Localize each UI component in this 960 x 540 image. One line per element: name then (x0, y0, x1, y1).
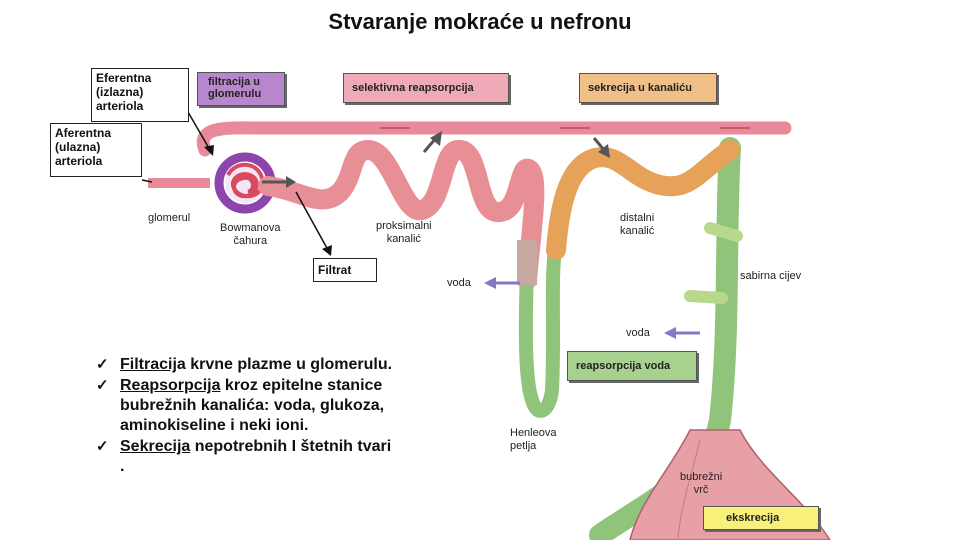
aferentna-line-2: (ulazna) (55, 140, 101, 154)
secretion-arrow (592, 137, 606, 151)
label-distalni-2: kanalić (620, 225, 655, 237)
label-voda-left: voda (447, 277, 471, 289)
eferentna-callout: Eferentna (izlazna) arteriola (91, 68, 189, 122)
tag-ekskrecija: ekskrecija (703, 506, 819, 530)
tag-filtracija: filtracija u glomerulu (197, 72, 285, 106)
page-title: Stvaranje mokraće u nefronu (328, 9, 632, 34)
bullet-item: ✓ Reapsorpcija kroz epitelne stanice bub… (96, 376, 396, 436)
proximal-tubule (258, 139, 545, 290)
label-glomerul: glomerul (148, 212, 191, 224)
label-distalni: distalni kanalić (620, 212, 654, 238)
bullet-text: Sekrecija nepotrebnih I štetnih tvari . (120, 437, 396, 477)
henle-loop (518, 233, 563, 418)
eferentna-line-1: Eferentna (96, 71, 152, 85)
filtrat-pointer (295, 191, 329, 251)
check-icon: ✓ (96, 356, 109, 373)
bullet-rest: kroz epitelne stanice bubrežnih kanalića… (120, 377, 385, 434)
eferentna-pointer (187, 111, 211, 151)
label-vrc: bubrežni vrč (680, 471, 722, 497)
aferentna-line-3: arteriola (55, 154, 103, 168)
check-icon: ✓ (96, 438, 109, 455)
filtrat-callout: Filtrat (313, 258, 377, 282)
label-vrc-1: bubrežni (680, 471, 723, 483)
bullet-term: Filtracij (120, 356, 177, 373)
label-vrc-2: vrč (693, 484, 709, 496)
aferentna-callout: Aferentna (ulazna) arteriola (50, 123, 142, 177)
aferentna-pointer (141, 179, 153, 183)
label-henle: Henleova petlja (510, 427, 556, 453)
label-proksimalni-2: kanalić (386, 233, 421, 245)
label-distalni-1: distalni (620, 212, 655, 224)
collecting-branch-2 (684, 290, 728, 304)
label-voda-right: voda (626, 327, 650, 339)
aferentna-line-1: Aferentna (55, 126, 112, 140)
bullet-term: Sekrecija (120, 438, 191, 455)
filtrat-label: Filtrat (318, 263, 352, 277)
tag-selektivna-reapsorpcija: selektivna reapsorpcija (343, 73, 509, 103)
label-sabirna-cijev: sabirna cijev (740, 270, 802, 282)
tag-reapsorpcija-voda: reapsorpcija voda (567, 351, 697, 381)
efferent-vessel (196, 121, 792, 157)
bullet-text: Reapsorpcija kroz epitelne stanice bubre… (120, 376, 396, 436)
bullet-term: Reapsorpcija (120, 377, 221, 394)
bullet-item: ✓ Filtracija krvne plazme u glomerulu. (96, 355, 396, 375)
bullet-text: Filtracija krvne plazme u glomerulu. (120, 355, 392, 375)
check-icon: ✓ (96, 377, 109, 394)
bullet-rest: a krvne plazme u glomerulu. (176, 356, 393, 373)
label-bowman: Bowmanova čahura (220, 222, 281, 248)
eferentna-line-2: (izlazna) (96, 85, 144, 99)
eferentna-line-3: arteriola (96, 99, 144, 113)
label-proksimalni-1: proksimalni (376, 220, 432, 232)
label-henle-2: petlja (510, 440, 537, 452)
label-bowman-1: Bowmanova (220, 222, 281, 234)
distal-tubule (546, 140, 740, 260)
bullet-list: ✓ Filtracija krvne plazme u glomerulu. ✓… (96, 355, 396, 478)
label-bowman-2: čahura (233, 235, 268, 247)
label-henle-1: Henleova (510, 427, 557, 439)
collecting-branch-1 (704, 222, 743, 242)
bullet-item: ✓ Sekrecija nepotrebnih I štetnih tvari … (96, 437, 396, 477)
tag-sekrecija: sekrecija u kanaliću (579, 73, 717, 103)
bullet-rest: nepotrebnih I štetnih tvari . (120, 438, 392, 475)
label-proksimalni: proksimalni kanalić (376, 220, 432, 246)
